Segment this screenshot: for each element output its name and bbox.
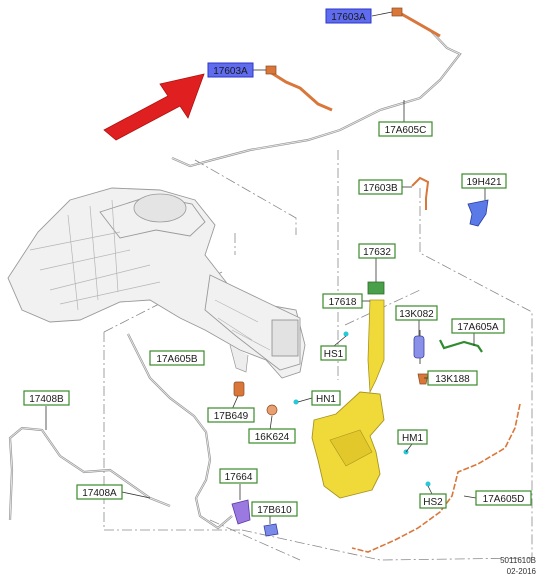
hose-17A605D [351,403,521,553]
svg-text:17A605A: 17A605A [457,322,498,333]
label-17B610[interactable]: 17B610 [251,501,298,517]
label-HN1[interactable]: HN1 [311,390,341,406]
part-16K624 [266,404,278,416]
cap-17632 [367,281,385,295]
svg-text:17603A: 17603A [331,12,366,23]
svg-text:17632: 17632 [363,247,391,258]
label-17603A-left[interactable]: 17603A [207,62,254,78]
reservoir [311,391,385,499]
part-17B610 [263,523,279,537]
label-17664[interactable]: 17664 [219,468,258,484]
label-HS2[interactable]: HS2 [419,493,447,509]
part-13K188 [417,373,429,385]
svg-text:17603A: 17603A [213,66,248,77]
bracket-19H421 [467,199,489,227]
svg-text:13K082: 13K082 [399,309,434,320]
pump-17664 [231,499,251,525]
diagram-code: 5011610B [500,556,536,565]
svg-text:HM1: HM1 [402,433,424,444]
svg-text:17603B: 17603B [363,183,398,194]
label-17A605D[interactable]: 17A605D [475,490,532,506]
label-17408B[interactable]: 17408B [23,390,70,406]
hose-17A605A [439,339,483,353]
svg-text:13K188: 13K188 [435,374,470,385]
svg-text:HS2: HS2 [423,497,443,508]
label-17B649[interactable]: 17B649 [207,407,255,423]
svg-text:17664: 17664 [225,472,253,483]
nozzle-17603A-left [265,65,277,75]
svg-text:HS1: HS1 [324,349,344,360]
svg-text:17B649: 17B649 [214,411,249,422]
nozzle-17603A-top [391,7,403,17]
label-17A605C[interactable]: 17A605C [378,121,433,137]
svg-text:17A605C: 17A605C [385,125,427,136]
part-17B649 [233,381,245,397]
label-16K624[interactable]: 16K624 [248,428,296,444]
label-13K188[interactable]: 13K188 [427,370,478,386]
label-19H421[interactable]: 19H421 [461,173,507,189]
label-13K082[interactable]: 13K082 [395,305,438,321]
label-17A605A[interactable]: 17A605A [451,318,505,334]
svg-text:17408B: 17408B [29,394,64,405]
svg-text:16K624: 16K624 [255,432,290,443]
label-HS1[interactable]: HS1 [320,345,347,361]
svg-text:17408A: 17408A [82,488,117,499]
svg-text:17A605D: 17A605D [483,494,525,505]
label-17632[interactable]: 17632 [358,243,396,259]
label-HM1[interactable]: HM1 [397,429,428,445]
label-17618[interactable]: 17618 [322,293,363,309]
svg-text:19H421: 19H421 [466,177,501,188]
label-17603B[interactable]: 17603B [358,179,403,195]
engine-bay-frame [7,187,306,379]
diagram-date: 02-2016 [507,567,537,576]
svg-text:HN1: HN1 [316,394,336,405]
filler-neck-17618 [367,299,385,394]
label-17603A-top[interactable]: 17603A [325,8,372,24]
red-arrow-icon [103,73,205,141]
svg-text:17618: 17618 [329,297,357,308]
label-17408A[interactable]: 17408A [76,484,123,500]
label-17A605B[interactable]: 17A605B [149,350,205,366]
hose-17408 [8,426,171,521]
leader-lines [45,11,486,524]
svg-text:17B610: 17B610 [257,505,292,516]
nozzle-17603B [411,176,430,210]
hose-17A605B [127,333,233,530]
svg-text:17A605B: 17A605B [156,354,197,365]
hose-17A605C [171,10,462,168]
